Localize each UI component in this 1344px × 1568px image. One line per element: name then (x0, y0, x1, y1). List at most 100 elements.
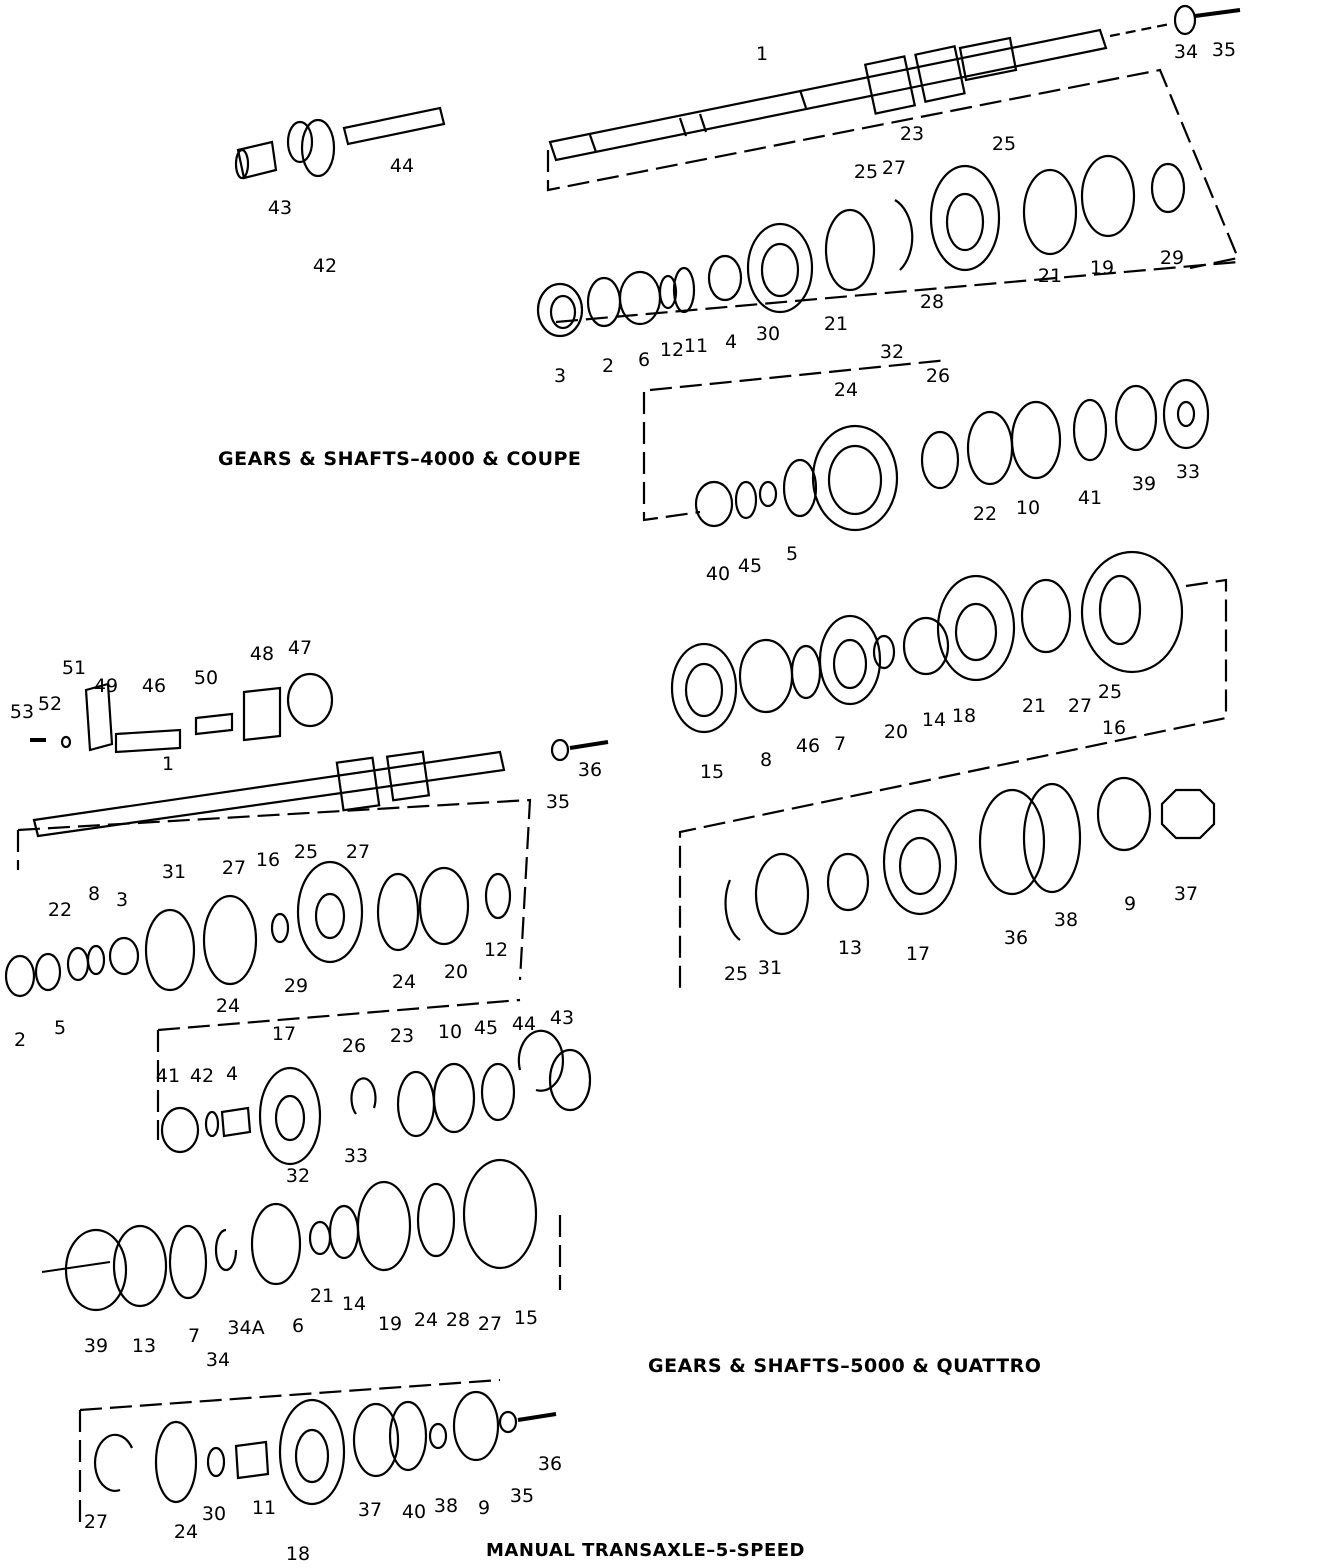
callout-24: 24 (216, 995, 240, 1017)
bracket-4000-row2 (642, 358, 949, 522)
callout-48: 48 (250, 643, 274, 665)
row-b-transaxle (160, 1029, 592, 1166)
callout-25: 25 (854, 161, 878, 183)
callout-37: 37 (1174, 883, 1198, 905)
callout-21: 21 (1038, 265, 1062, 287)
callout-34: 34 (206, 1349, 230, 1371)
callout-24: 24 (414, 1309, 438, 1331)
callout-44: 44 (390, 155, 414, 177)
callout-21: 21 (824, 313, 848, 335)
lower-row-5000 (724, 776, 1216, 941)
callout-10: 10 (438, 1021, 462, 1043)
callout-20: 20 (444, 961, 468, 983)
callout-14: 14 (922, 709, 946, 731)
callout-12: 12 (484, 939, 508, 961)
callout-25: 25 (1098, 681, 1122, 703)
callout-27: 27 (222, 857, 246, 879)
callout-7: 7 (834, 733, 846, 755)
callout-22: 22 (973, 503, 997, 525)
callout-38: 38 (434, 1495, 458, 1517)
callout-34: 34 (1174, 41, 1198, 63)
callout-27: 27 (346, 841, 370, 863)
callout-2: 2 (14, 1029, 26, 1051)
callout-27: 27 (84, 1511, 108, 1533)
callout-6: 6 (638, 349, 650, 371)
callout-13: 13 (132, 1335, 156, 1357)
callout-15: 15 (514, 1307, 538, 1329)
callout-3: 3 (554, 365, 566, 387)
callout-14: 14 (342, 1293, 366, 1315)
bracket-transaxle-a (16, 798, 532, 981)
callout-16: 16 (1102, 717, 1126, 739)
bracket-transaxle-b (156, 998, 521, 1140)
callout-52: 52 (38, 693, 62, 715)
callout-2: 2 (602, 355, 614, 377)
callout-29: 29 (284, 975, 308, 997)
callout-10: 10 (1016, 497, 1040, 519)
callout-45: 45 (738, 555, 762, 577)
callout-24: 24 (174, 1521, 198, 1543)
callout-5: 5 (54, 1017, 66, 1039)
bracket-4000-row1-lower (555, 260, 1239, 324)
callout-21: 21 (310, 1285, 334, 1307)
shaft-group-transaxle (30, 672, 609, 838)
callout-25: 25 (724, 963, 748, 985)
upper-row-5000 (670, 550, 1184, 734)
callout-46: 46 (142, 675, 166, 697)
callout-35: 35 (510, 1485, 534, 1507)
callout-36: 36 (1004, 927, 1028, 949)
callout-41: 41 (1078, 487, 1102, 509)
callout-19: 19 (378, 1313, 402, 1335)
callout-12: 12 (660, 339, 684, 361)
callout-49: 49 (94, 675, 118, 697)
callout-17: 17 (906, 943, 930, 965)
callout-47: 47 (288, 637, 312, 659)
callout-23: 23 (390, 1025, 414, 1047)
callout-33: 33 (344, 1145, 368, 1167)
row-a-transaxle (4, 860, 512, 998)
callout-43: 43 (268, 197, 292, 219)
callout-35: 35 (1212, 39, 1236, 61)
callout-17: 17 (272, 1023, 296, 1045)
callout-18: 18 (286, 1543, 310, 1565)
callout-27: 27 (478, 1313, 502, 1335)
callout-4: 4 (725, 331, 737, 353)
callout-26: 26 (926, 365, 950, 387)
caption-gears-5000: GEARS & SHAFTS–5000 & QUATTRO (648, 1355, 1042, 1377)
callout-27: 27 (1068, 695, 1092, 717)
callout-40: 40 (706, 563, 730, 585)
callout-30: 30 (202, 1503, 226, 1525)
callout-11: 11 (252, 1497, 276, 1519)
callout-3: 3 (116, 889, 128, 911)
callout-8: 8 (760, 749, 772, 771)
callout-4: 4 (226, 1063, 238, 1085)
callout-43: 43 (550, 1007, 574, 1029)
callout-39: 39 (1132, 473, 1156, 495)
mainshaft-4000 (548, 4, 1241, 162)
callout-7: 7 (188, 1325, 200, 1347)
callout-16: 16 (256, 849, 280, 871)
callout-25: 25 (294, 841, 318, 863)
callout-45: 45 (474, 1017, 498, 1039)
callout-44: 44 (512, 1013, 536, 1035)
callout-28: 28 (920, 291, 944, 313)
caption-gears-4000: GEARS & SHAFTS–4000 & COUPE (218, 448, 582, 470)
row-c-transaxle (41, 1158, 538, 1312)
callout-51: 51 (62, 657, 86, 679)
callout-9: 9 (478, 1497, 490, 1519)
callout-30: 30 (756, 323, 780, 345)
callout-38: 38 (1054, 909, 1078, 931)
callout-15: 15 (700, 761, 724, 783)
callout-31: 31 (162, 861, 186, 883)
bracket-5000-upper (678, 578, 1228, 990)
callout-36: 36 (578, 759, 602, 781)
callout-31: 31 (758, 957, 782, 979)
callout-42: 42 (190, 1065, 214, 1087)
callout-24: 24 (392, 971, 416, 993)
callout-36: 36 (538, 1453, 562, 1475)
caption-manual-transaxle: MANUAL TRANSAXLE–5-SPEED (486, 1540, 805, 1561)
bracket-4000-row1 (546, 68, 1240, 270)
callout-33: 33 (1176, 461, 1200, 483)
callout-50: 50 (194, 667, 218, 689)
callout-42: 42 (313, 255, 337, 277)
